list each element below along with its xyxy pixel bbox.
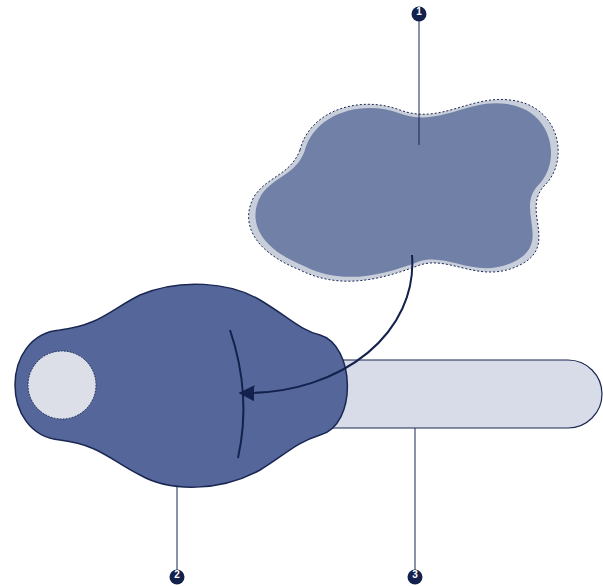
callout-disc: [412, 7, 427, 22]
leader-line: [177, 486, 178, 570]
callout-number: 2: [169, 569, 185, 585]
placement-arrow: [240, 255, 412, 393]
round-window: [28, 351, 96, 419]
base-pad: [15, 284, 347, 487]
leader-line: [415, 428, 416, 570]
callout-number: 3: [407, 569, 423, 585]
leader-line: [419, 21, 420, 145]
strap-band: [320, 360, 602, 428]
callout-disc: [408, 570, 423, 585]
insert-pad: [255, 103, 551, 277]
callout-disc: [170, 570, 185, 585]
insert-pad-border: [249, 99, 559, 281]
callout-number: 1: [411, 6, 427, 22]
